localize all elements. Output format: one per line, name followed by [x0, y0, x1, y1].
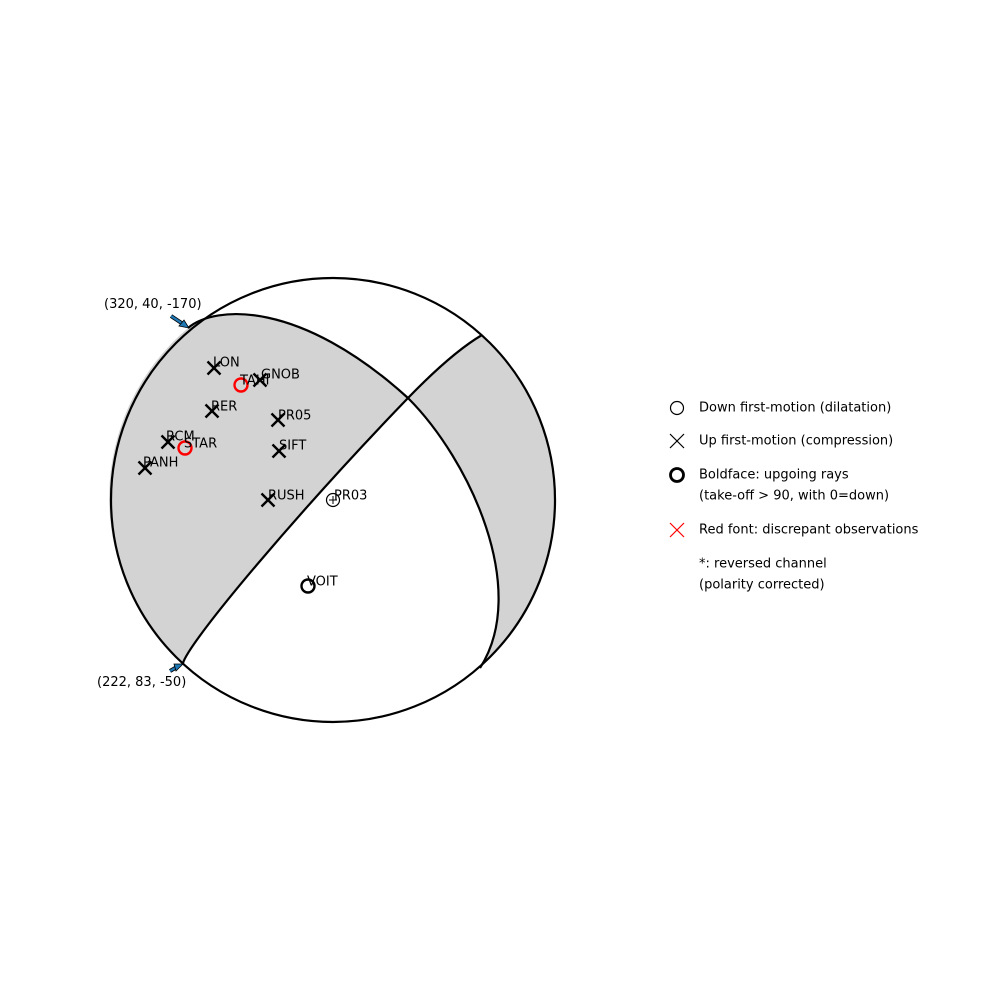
legend-label-2: (polarity corrected) [699, 578, 825, 593]
up-cross-marker [204, 403, 220, 419]
up-cross-marker [270, 412, 286, 428]
station-sift: SIFT [271, 439, 306, 459]
station-pr05: PR05 [270, 409, 311, 428]
up-cross-marker [252, 372, 268, 388]
plane-1-arrow [169, 314, 190, 329]
legend-label-2: (take-off > 90, with 0=down) [699, 489, 889, 504]
legend-label: Red font: discrepant observations [699, 523, 919, 538]
station-panh: PANH [137, 456, 178, 476]
down-circle-marker [300, 578, 316, 594]
legend-red-cross-icon [669, 522, 685, 538]
legend-label: Down first-motion (dilatation) [699, 401, 891, 416]
down-circle-marker [233, 377, 249, 393]
station-label: PR05 [278, 409, 311, 424]
up-cross-marker [260, 492, 276, 508]
station-label: RUSH [268, 489, 305, 504]
plane-2-arrow [169, 663, 184, 673]
legend-label: Boldface: upgoing rays [699, 468, 849, 483]
legend: Down first-motion (dilatation) Up first-… [669, 400, 919, 593]
down-circle-marker [325, 492, 341, 508]
legend-thin-cross-icon [669, 433, 685, 449]
legend-label: Up first-motion (compression) [699, 434, 893, 449]
station-label: PR03 [334, 489, 367, 504]
station-label: PANH [143, 456, 178, 471]
station-rer: RER [204, 400, 237, 419]
station-label: RER [211, 400, 237, 415]
compressional-quadrant-left [109, 314, 409, 663]
down-circle-marker [177, 440, 193, 456]
plane-1-label: (320, 40, -170) [104, 297, 202, 312]
plane-2-label: (222, 83, -50) [97, 675, 186, 690]
station-label: STAR [184, 437, 217, 452]
legend-label: *: reversed channel [699, 557, 827, 572]
compressional-quadrant-right [408, 335, 557, 668]
plus-marker [329, 496, 337, 504]
up-cross-marker [137, 460, 153, 476]
station-voit: VOIT [300, 575, 338, 594]
station-label: LON [213, 356, 240, 371]
legend-bold-circle-icon [669, 467, 685, 483]
station-label: GNOB [261, 368, 300, 383]
station-pr03: PR03 [325, 489, 367, 508]
station-star: STAR [177, 437, 217, 456]
up-cross-marker [160, 434, 176, 450]
station-label: SIFT [279, 439, 306, 454]
station-lon: LON [206, 356, 240, 376]
station-rush: RUSH [260, 489, 305, 508]
focal-sphere-outline [109, 276, 557, 724]
legend-thin-circle-icon [669, 400, 685, 416]
nodal-plane-2 [181, 334, 483, 664]
station-label: VOIT [307, 575, 338, 590]
up-cross-marker [271, 443, 287, 459]
station-gnob: GNOB [252, 368, 300, 388]
up-cross-marker [206, 360, 222, 376]
